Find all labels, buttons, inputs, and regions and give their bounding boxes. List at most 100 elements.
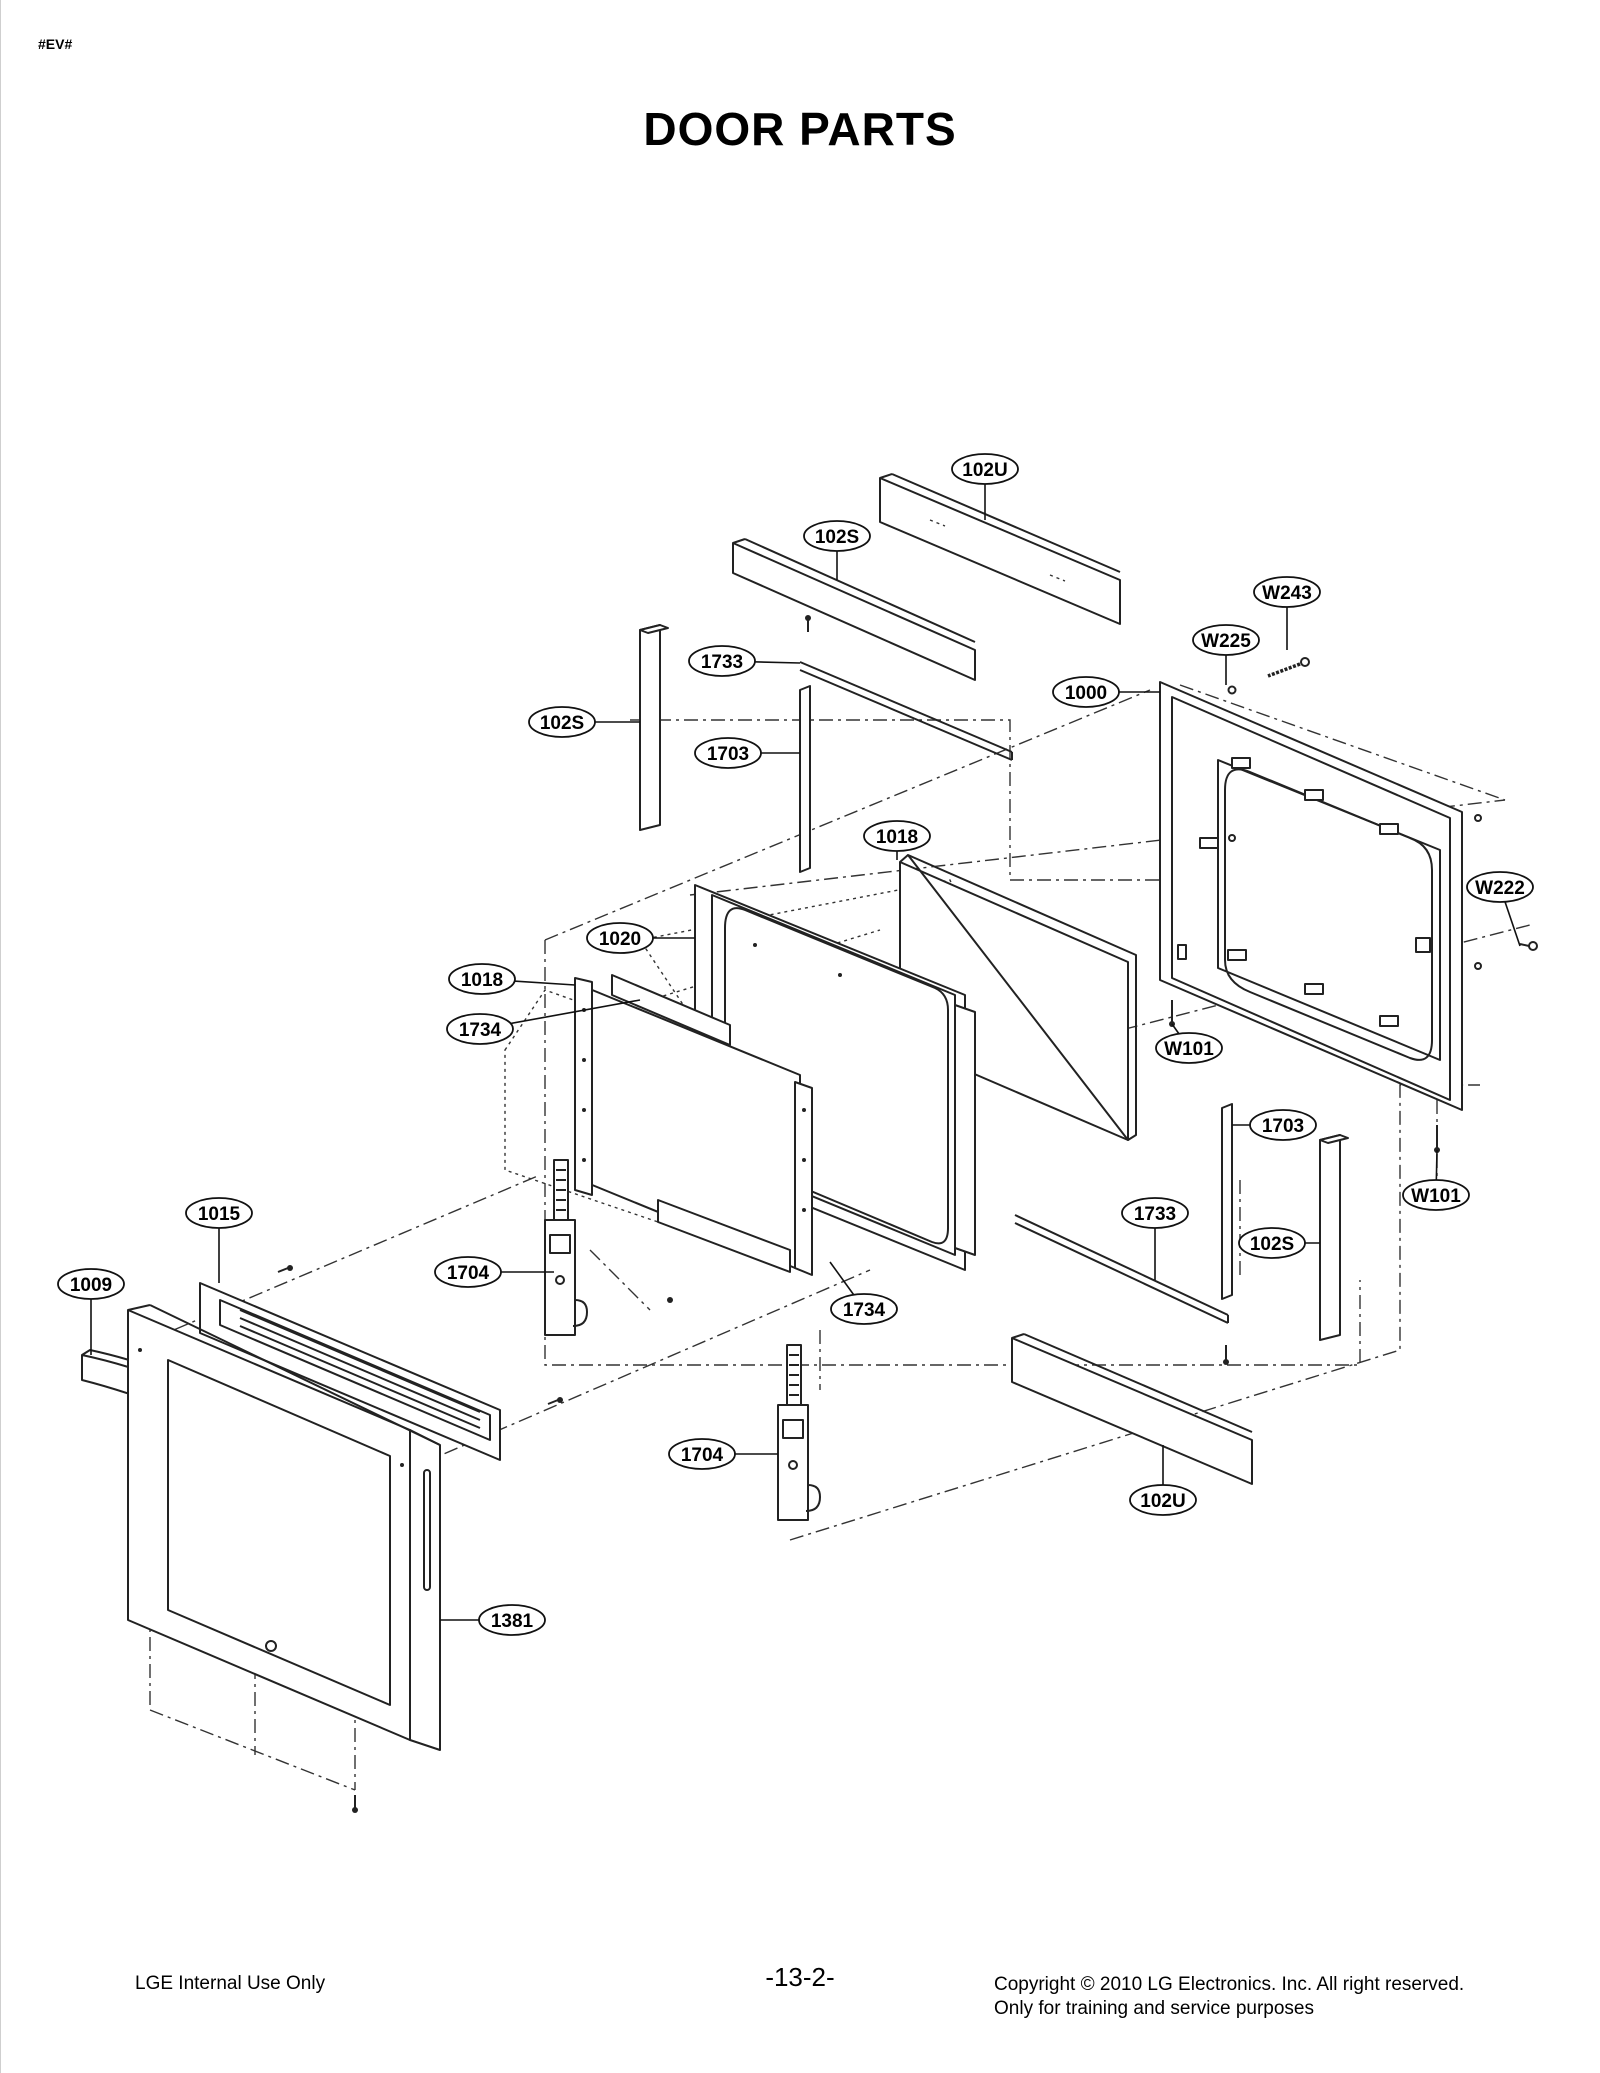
callout-label: 102U [1140, 1491, 1185, 1512]
callout-bubble [1402, 1179, 1470, 1211]
upper-vertical-bracket [799, 685, 811, 873]
model-tag: #EV# [38, 36, 73, 52]
part-callouts: 102U102SW243W22517331000102S17031018W222… [57, 453, 1534, 1636]
washer-w225 [1227, 685, 1237, 695]
callout-bubble [1129, 1484, 1197, 1516]
callout-bubble [448, 963, 516, 995]
callout-1020: 1020 [586, 922, 695, 954]
callout-w222: W222 [1466, 871, 1534, 947]
callout-1733: 1733 [1121, 1197, 1189, 1280]
callout-label: 1734 [843, 1300, 886, 1321]
callout-1009: 1009 [57, 1268, 125, 1355]
footer-internal-use: LGE Internal Use Only [135, 1973, 326, 1994]
callout-bubble [951, 453, 1019, 485]
inner-door-frame [1159, 681, 1463, 1111]
callout-1015: 1015 [185, 1197, 253, 1283]
callout-label: 1734 [459, 1020, 502, 1041]
callout-bubble [1238, 1227, 1306, 1259]
callout-label: W225 [1201, 631, 1251, 652]
callout-1703: 1703 [1232, 1109, 1317, 1141]
copyright-text: Copyright © 2010 LG Electronics. Inc. Al… [994, 1974, 1465, 1995]
callout-bubble [1155, 1032, 1223, 1064]
callout-label: 102S [1250, 1234, 1294, 1255]
callout-bubble [478, 1604, 546, 1636]
callout-1734: 1734 [829, 1261, 898, 1325]
callout-bubble [1466, 871, 1534, 903]
callout-1734: 1734 [446, 999, 641, 1045]
assembly-guide-lines [149, 684, 1531, 1791]
callout-bubble [1249, 1109, 1317, 1141]
screw-w101-lower [1434, 1125, 1440, 1153]
page-number: -13-2- [765, 1962, 835, 1992]
lower-channel [1014, 1214, 1229, 1365]
callout-bubble [1192, 624, 1260, 656]
callout-label: 1000 [1065, 683, 1107, 704]
callout-label: 1015 [198, 1204, 241, 1225]
callout-label: 1020 [599, 929, 641, 950]
front-glass-panel [574, 974, 813, 1276]
callout-102s: 102S [528, 706, 640, 738]
callout-w225: W225 [1192, 624, 1260, 685]
callout-label: 1704 [447, 1263, 490, 1284]
callout-bubble [830, 1293, 898, 1325]
callout-1018: 1018 [863, 820, 931, 860]
callout-1704: 1704 [434, 1256, 554, 1288]
bottom-trim-strip [1011, 1333, 1253, 1485]
callout-label: W243 [1262, 583, 1312, 604]
callout-bubble [1253, 576, 1321, 608]
callout-label: 1018 [461, 970, 503, 991]
callout-bubble [434, 1256, 502, 1288]
side-trim-strip-right [1319, 1134, 1349, 1341]
callout-bubble [863, 820, 931, 852]
callout-label: W101 [1411, 1186, 1461, 1207]
callout-label: 1009 [70, 1275, 112, 1296]
callout-label: 1733 [701, 652, 743, 673]
footer-copyright-block: Copyright © 2010 LG Electronics. Inc. Al… [994, 1973, 1464, 2021]
page-title: DOOR PARTS [643, 103, 957, 155]
callout-bubble [185, 1197, 253, 1229]
callout-1381: 1381 [440, 1604, 546, 1636]
callout-bubble [668, 1438, 736, 1470]
callout-bubble [586, 922, 654, 954]
callout-label: W101 [1164, 1039, 1214, 1060]
callout-102u: 102U [951, 453, 1019, 520]
callout-label: 102U [962, 460, 1007, 481]
callout-102s: 102S [803, 520, 871, 580]
callout-1733: 1733 [688, 645, 801, 677]
callout-bubble [446, 1013, 514, 1045]
frame-hole-right-top [1474, 814, 1482, 822]
screw-w243 [1267, 657, 1310, 678]
callout-label: 1703 [707, 744, 749, 765]
top-trim-strip [879, 473, 1121, 625]
callout-1703: 1703 [694, 737, 800, 769]
side-trim-strip-left [639, 624, 669, 831]
callout-w101: W101 [1402, 1149, 1470, 1211]
callout-label: W222 [1475, 878, 1525, 899]
side-trim-strip-top [732, 538, 976, 681]
callout-label: 102S [540, 713, 584, 734]
callout-bubble [688, 645, 756, 677]
callout-label: 1018 [876, 827, 918, 848]
callout-bubble [1121, 1197, 1189, 1229]
callout-102s: 102S [1238, 1227, 1320, 1259]
screw-w101-upper [1169, 1000, 1175, 1027]
callout-1000: 1000 [1052, 676, 1160, 708]
callout-label: 1381 [491, 1611, 534, 1632]
callout-1704: 1704 [668, 1438, 778, 1470]
callout-102u: 102U [1129, 1445, 1197, 1516]
lower-vertical-bracket [1221, 1103, 1233, 1300]
frame-hole-left [1228, 834, 1236, 842]
callout-w243: W243 [1253, 576, 1321, 650]
training-note: Only for training and service purposes [994, 1998, 1314, 2019]
callout-label: 1733 [1134, 1204, 1176, 1225]
callout-bubble [1052, 676, 1120, 708]
upper-channel [799, 615, 1013, 761]
frame-clips [1199, 757, 1431, 1027]
outer-door-panel [127, 1304, 441, 1813]
callout-label: 102S [815, 527, 859, 548]
callout-label: 1703 [1262, 1116, 1304, 1137]
callout-bubble [694, 737, 762, 769]
callout-1018: 1018 [448, 963, 576, 995]
